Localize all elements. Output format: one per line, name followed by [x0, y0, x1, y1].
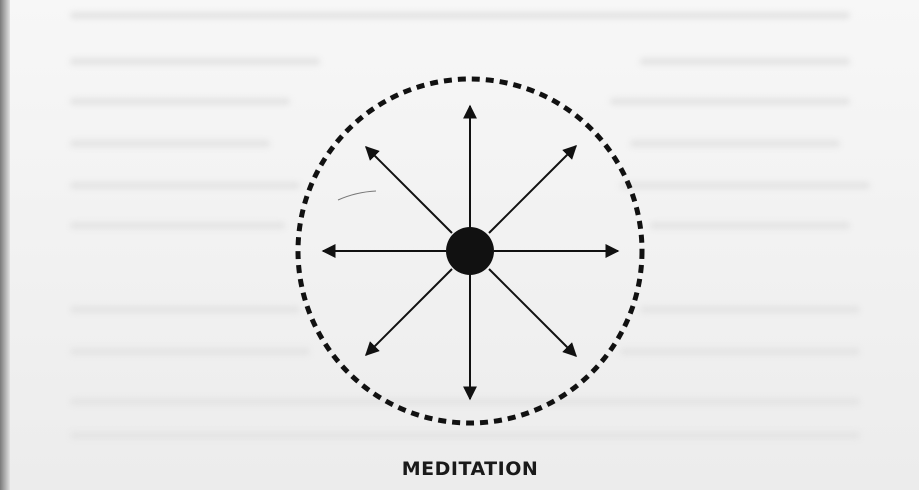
stray-pencil-mark [337, 190, 377, 201]
dashed-boundary-circle [295, 76, 645, 426]
bleed-through-line [640, 306, 860, 313]
arrow-down-right [488, 268, 577, 357]
bleed-through-line [640, 58, 850, 65]
bleed-through-line [70, 398, 860, 405]
bleed-through-line [70, 222, 285, 229]
bleed-through-line [70, 348, 310, 355]
page-binding-shadow [0, 0, 10, 490]
bleed-through-line [620, 348, 860, 355]
bleed-through-line [630, 140, 840, 147]
bleed-through-line [620, 182, 870, 189]
bleed-through-line [70, 182, 300, 189]
center-dot [446, 227, 494, 275]
bleed-through-line [610, 98, 850, 105]
bleed-through-line [650, 222, 850, 229]
diagram-caption: MEDITATION [401, 458, 539, 480]
bleed-through-line [70, 432, 860, 439]
bleed-through-line [70, 140, 270, 147]
bleed-through-line [70, 98, 290, 105]
bleed-through-line [70, 58, 320, 65]
bleed-through-line [70, 306, 300, 313]
arrow-up-left [365, 146, 453, 234]
arrow-up-right [488, 145, 577, 234]
arrow-down-left [365, 268, 453, 356]
bleed-through-line [70, 12, 850, 19]
